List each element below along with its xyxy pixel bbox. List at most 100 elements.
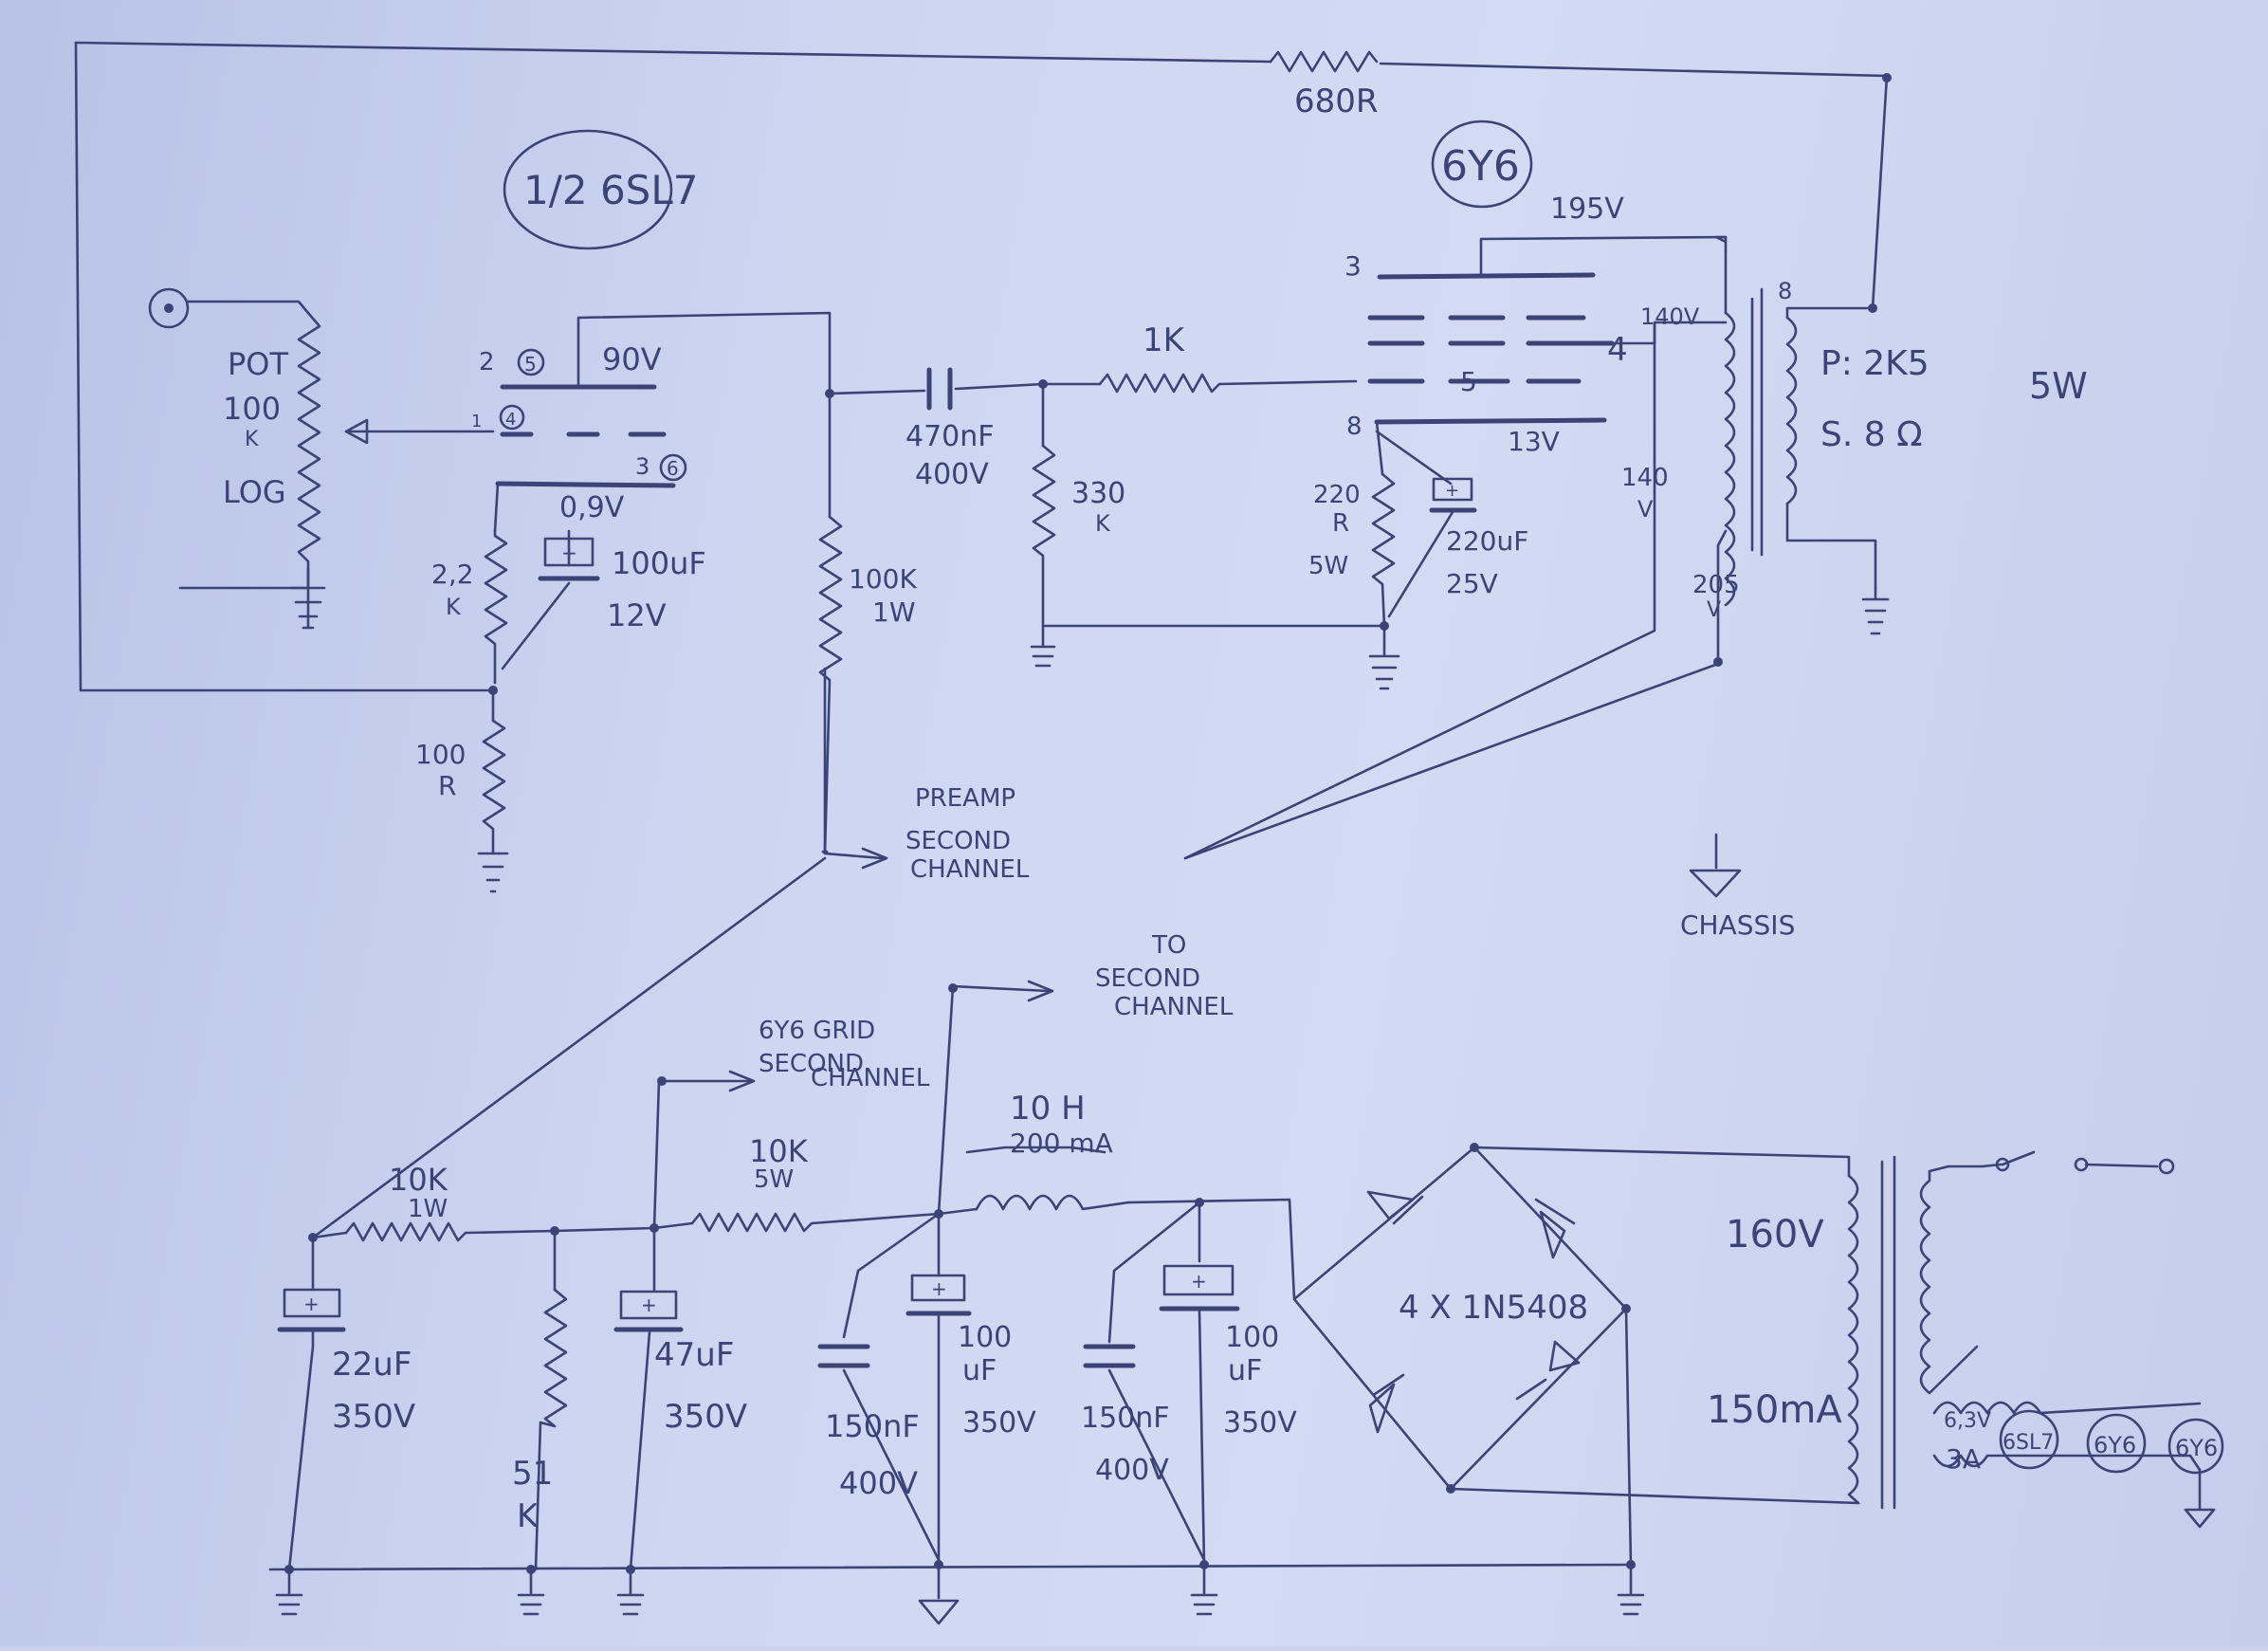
- power-ck-value: 220uF: [1446, 525, 1528, 557]
- preamp-pin1-alt: 4: [505, 410, 516, 430]
- diode-icon: [1534, 1198, 1576, 1259]
- chassis-ground-icon: [2184, 1468, 2216, 1529]
- pt-heater-tube-3: 6Y6: [2175, 1435, 2218, 1461]
- preamp-second-line1: PREAMP: [915, 784, 1015, 813]
- ground-icon: [1190, 1563, 1218, 1616]
- c5-value: 150nF: [1081, 1402, 1170, 1435]
- bridge-label: 4 X 1N5408: [1399, 1289, 1588, 1327]
- wiper-arrow-icon: [344, 418, 369, 445]
- power-rk-value: 220: [1313, 481, 1361, 509]
- power-cathode-network: + 220 R 5W 220uF 25V: [1308, 420, 1528, 690]
- power-pin8: 8: [1346, 413, 1363, 441]
- power-screen-voltage: 195V: [1550, 193, 1624, 226]
- diode-icon: [1366, 1190, 1424, 1225]
- c6-value: 100: [1225, 1321, 1279, 1354]
- chassis-ground: CHASSIS: [1680, 833, 1795, 941]
- svg-text:+: +: [1191, 1270, 1207, 1293]
- ground-icon: [1368, 624, 1400, 690]
- power-pin5: 5: [1460, 366, 1477, 397]
- preamp-plate-voltage: 90V: [602, 341, 662, 377]
- preamp-pin2: 2: [479, 348, 495, 376]
- diode-icon: [1515, 1340, 1581, 1401]
- mains-plug-icon: [2158, 1158, 2175, 1175]
- pot-line2: 100: [223, 391, 281, 427]
- c5-voltage: 400V: [1095, 1454, 1169, 1487]
- power-screen-wire-unit: V: [1637, 496, 1654, 523]
- preamp-pin2-alt: 5: [524, 353, 537, 376]
- cathode: [1374, 417, 1607, 425]
- c4-voltage: 350V: [962, 1406, 1036, 1440]
- electrolytic-cap-icon: [1432, 477, 1473, 502]
- electrolytic-cap-icon: [1162, 1264, 1235, 1296]
- chassis-ground-icon: [918, 1563, 960, 1625]
- chassis-ground-icon: [1689, 833, 1742, 898]
- grid-second-line1: 6Y6 GRID: [759, 1017, 875, 1045]
- c3-voltage: 400V: [839, 1465, 918, 1501]
- pt-heater-tube-1: 6SL7: [2003, 1431, 2054, 1455]
- preamp-rp-value: 100K: [849, 563, 917, 595]
- heater-tube-1: [1999, 1409, 2059, 1470]
- power-transformer: 160V 150mA 6,3V 3A 6SL7 6Y6 6Y6: [1707, 1150, 2224, 1529]
- preamp-rshunt-unit: R: [438, 770, 456, 801]
- cap-c5-c6: 150nF 400V + 100 uF 350V: [1081, 1201, 1297, 1567]
- power-tube: 6Y6 195V 3 5 4 140V 8 13V 140 V: [1183, 119, 1728, 860]
- c4-unit: uF: [962, 1354, 997, 1387]
- preamp-rk-value: 2,2: [431, 559, 474, 590]
- power-screen-wire-value: 140: [1621, 464, 1669, 492]
- pt-heater-tube-2: 6Y6: [2094, 1432, 2136, 1458]
- power-cathode-voltage: 13V: [1508, 426, 1560, 457]
- feedback-loop: 680R: [74, 41, 1892, 692]
- choke-inductance: 10 H: [1010, 1090, 1086, 1128]
- power-rk-watt: 5W: [1308, 552, 1348, 580]
- bleeder-value: 51: [512, 1455, 553, 1493]
- rectifier-bridge: 4 X 1N5408: [1292, 1143, 1860, 1567]
- ot-secondary: S. 8 Ω: [1820, 415, 1923, 454]
- power-pin3: 3: [1344, 250, 1362, 282]
- input-section: POT 100 K LOG: [148, 287, 495, 630]
- ground-icon: [1861, 586, 1890, 635]
- to-second-line2: SECOND: [1095, 964, 1200, 993]
- ground-icon: [290, 567, 326, 630]
- preamp-cathode-network: 2,2 K 100 R + 100uF 12V: [415, 482, 706, 893]
- cap-c2: + 47uF 350V: [613, 1226, 747, 1571]
- power-switch-icon: [2001, 1150, 2036, 1166]
- pt-hv: 160V: [1726, 1213, 1824, 1257]
- coupling-cap-voltage: 400V: [915, 458, 989, 491]
- power-bplus-value: 205: [1692, 571, 1740, 599]
- chassis-label: CHASSIS: [1680, 909, 1795, 941]
- ot-primary: P: 2K5: [1820, 344, 1930, 383]
- preamp-cathode-voltage: 0,9V: [559, 491, 625, 524]
- grid-leak-unit: K: [1095, 510, 1111, 537]
- c3-value: 150nF: [825, 1408, 920, 1444]
- r1-watt: 1W: [408, 1195, 448, 1223]
- preamp-plate-load: 100K 1W: [818, 389, 917, 870]
- svg-text:+: +: [1445, 481, 1459, 501]
- preamp-second-line3: CHANNEL: [910, 855, 1030, 884]
- power-title: 6Y6: [1441, 142, 1520, 191]
- feedback-resistor-label: 680R: [1294, 83, 1379, 120]
- coupling-cap-value: 470nF: [905, 420, 995, 453]
- preamp-tube: 1/2 6SL7 2 5 1 4 3 6 90V 0,9V: [471, 129, 832, 524]
- pot-line3: K: [245, 428, 259, 451]
- cap-c1: + 22uF 350V: [277, 1236, 415, 1571]
- supply-wiring: 10 H 200 mA 10K 1W 10K 5W 6Y6 GRID SECON…: [308, 856, 1296, 1301]
- output-transformer: 205 V 8 P: 2K5 S. 8 Ω 5W: [1183, 235, 2088, 860]
- bleeder-unit: K: [517, 1497, 540, 1535]
- power-bplus-unit: V: [1707, 598, 1721, 622]
- electrolytic-cap-icon: [283, 1288, 341, 1318]
- svg-text:+: +: [641, 1293, 657, 1316]
- cap-c3-c4: 150nF 400V + 100 uF 350V: [817, 1212, 1036, 1567]
- heater-tube-3: [2167, 1418, 2224, 1475]
- preamp-pin3-alt: 6: [667, 457, 679, 480]
- pot-line4: LOG: [223, 474, 286, 510]
- c6-voltage: 350V: [1223, 1406, 1297, 1440]
- r1-value: 10K: [389, 1162, 448, 1198]
- ground-icon: [275, 1568, 303, 1616]
- grid-second-line3: CHANNEL: [811, 1064, 930, 1092]
- ot-power: 5W: [2029, 365, 2088, 407]
- input-jack-icon: [148, 287, 190, 329]
- diode-icon: [1368, 1373, 1405, 1434]
- r2-watt: 5W: [754, 1165, 794, 1194]
